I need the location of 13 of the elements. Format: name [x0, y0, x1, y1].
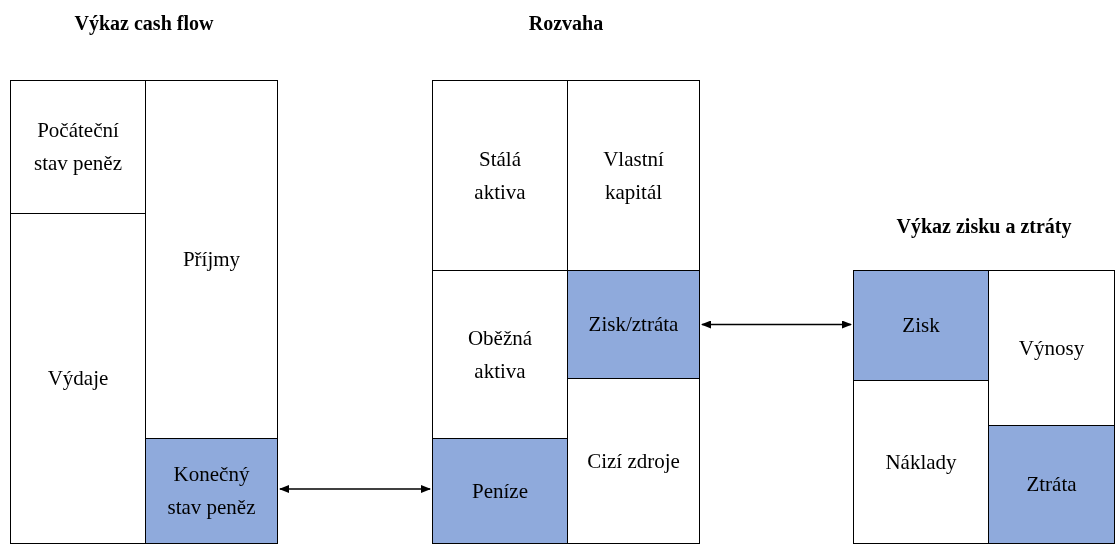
table-heading: Výkaz zisku a ztráty [895, 215, 1073, 238]
highlighted-cell: Zisk [853, 270, 989, 381]
statement-cell: Počáteční stav peněz [10, 80, 146, 214]
highlighted-cell: Ztráta [988, 425, 1115, 544]
highlighted-cell: Zisk/ztráta [567, 270, 700, 379]
table-heading: Rozvaha [527, 12, 605, 35]
double-arrow [701, 320, 852, 329]
highlighted-cell: Konečný stav peněz [145, 438, 278, 544]
table-heading: Výkaz cash flow [73, 12, 215, 35]
highlighted-cell: Peníze [432, 438, 568, 544]
double-arrow [279, 485, 431, 493]
statement-cell: Cizí zdroje [567, 378, 700, 544]
statement-cell: Stálá aktiva [432, 80, 568, 271]
